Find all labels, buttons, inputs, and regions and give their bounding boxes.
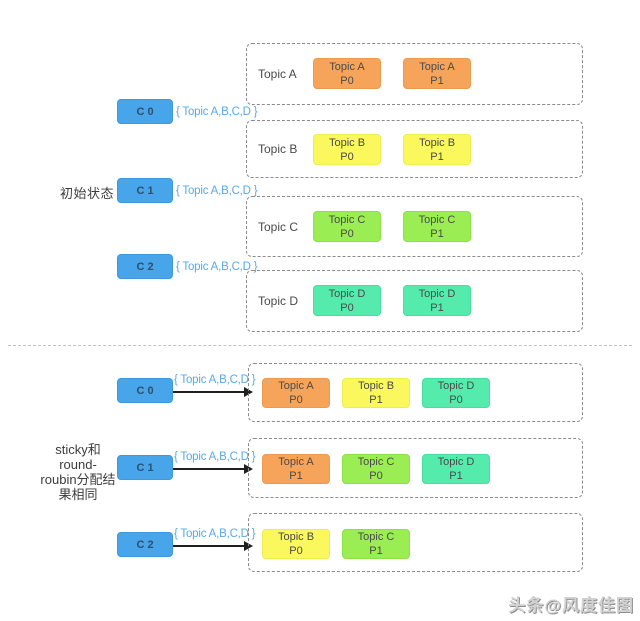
watermark: 头条@风度佳图 — [508, 596, 634, 615]
chip-topic: Topic D — [328, 287, 366, 300]
partition-chip: Topic A P0 — [313, 58, 381, 89]
topic-a-name: Topic A — [258, 67, 297, 81]
chip-partition: P1 — [430, 74, 444, 87]
partition-chip: Topic B P0 — [313, 134, 381, 165]
chip-partition: P1 — [430, 150, 444, 163]
partition-chip: Topic C P1 — [342, 529, 410, 559]
partition-chip: Topic B P1 — [403, 134, 471, 165]
chip-partition: P0 — [369, 470, 383, 482]
partition-chip: Topic B P0 — [262, 529, 330, 559]
chip-topic: Topic B — [418, 136, 456, 149]
topic-d-name: Topic D — [258, 294, 299, 308]
chip-topic: Topic A — [419, 60, 455, 73]
partition-chip: Topic B P1 — [342, 378, 410, 408]
chip-partition: P0 — [449, 394, 463, 406]
chip-partition: P1 — [369, 394, 383, 406]
initial-state-label: 初始状态 — [60, 186, 115, 201]
partition-chip: Topic A P0 — [262, 378, 330, 408]
partition-chip: Topic C P1 — [403, 211, 471, 242]
topic-d-group-box — [246, 270, 583, 332]
label-line: sticky和 — [55, 442, 101, 457]
chip-topic: Topic D — [437, 456, 475, 468]
consumer-c0-box: C 0 — [117, 99, 173, 124]
chip-topic: Topic B — [277, 531, 315, 543]
consumer-c1-topics-label-result: { Topic A,B,C,D } — [174, 451, 256, 463]
chip-partition: P0 — [340, 227, 354, 240]
consumer-c1-box-result: C 1 — [117, 455, 173, 480]
topic-a-group-box — [246, 43, 583, 105]
chip-topic: Topic D — [418, 287, 456, 300]
consumer-c0-topics-label-result: { Topic A,B,C,D } — [174, 374, 256, 386]
section-divider — [8, 345, 632, 346]
consumer-c0-box-result: C 0 — [117, 378, 173, 403]
chip-topic: Topic A — [329, 60, 365, 73]
chip-partition: P1 — [449, 470, 463, 482]
chip-partition: P1 — [430, 301, 444, 314]
topic-b-name: Topic B — [258, 142, 298, 156]
c1-assignment-box — [248, 438, 583, 498]
consumer-c2-box: C 2 — [117, 254, 173, 279]
topic-c-name: Topic C — [258, 220, 299, 234]
chip-topic: Topic C — [357, 531, 395, 543]
chip-topic: Topic B — [357, 380, 395, 392]
chip-partition: P1 — [289, 470, 303, 482]
chip-topic: Topic A — [278, 456, 314, 468]
partition-chip: Topic A P1 — [262, 454, 330, 484]
consumer-c1-box: C 1 — [117, 178, 173, 203]
chip-partition: P1 — [430, 227, 444, 240]
chip-partition: P0 — [340, 150, 354, 163]
chip-partition: P0 — [289, 545, 303, 557]
c0-assignment-box — [248, 363, 583, 422]
topic-c-group-box — [246, 196, 583, 257]
arrow-c2 — [173, 541, 253, 551]
topic-b-group-box — [246, 120, 583, 178]
label-line: roubin分配结 — [40, 472, 116, 487]
consumer-c2-topics-label: { Topic A,B,C,D } — [176, 261, 258, 273]
partition-chip: Topic D P1 — [422, 454, 490, 484]
partition-chip: Topic D P0 — [422, 378, 490, 408]
partition-chip: Topic C P0 — [313, 211, 381, 242]
chip-partition: P0 — [340, 74, 354, 87]
chip-topic: Topic C — [418, 213, 456, 226]
label-line: round- — [59, 457, 97, 472]
chip-partition: P1 — [369, 545, 383, 557]
partition-chip: Topic C P0 — [342, 454, 410, 484]
chip-partition: P0 — [289, 394, 303, 406]
arrow-c1 — [173, 464, 253, 474]
consumer-c1-topics-label: { Topic A,B,C,D } — [176, 185, 258, 197]
label-line: 果相同 — [58, 487, 98, 502]
consumer-c2-topics-label-result: { Topic A,B,C,D } — [174, 528, 256, 540]
chip-topic: Topic B — [328, 136, 366, 149]
chip-topic: Topic D — [437, 380, 475, 392]
consumer-c0-topics-label: { Topic A,B,C,D } — [176, 106, 258, 118]
sticky-roundrobin-label: sticky和 round- roubin分配结 果相同 — [38, 442, 118, 502]
partition-chip: Topic D P0 — [313, 285, 381, 316]
partition-chip: Topic A P1 — [403, 58, 471, 89]
chip-topic: Topic A — [278, 380, 314, 392]
consumer-c2-box-result: C 2 — [117, 532, 173, 557]
c2-assignment-box — [248, 513, 583, 572]
chip-topic: Topic C — [357, 456, 395, 468]
chip-partition: P0 — [340, 301, 354, 314]
chip-topic: Topic C — [328, 213, 366, 226]
partition-chip: Topic D P1 — [403, 285, 471, 316]
arrow-c0 — [173, 387, 253, 397]
